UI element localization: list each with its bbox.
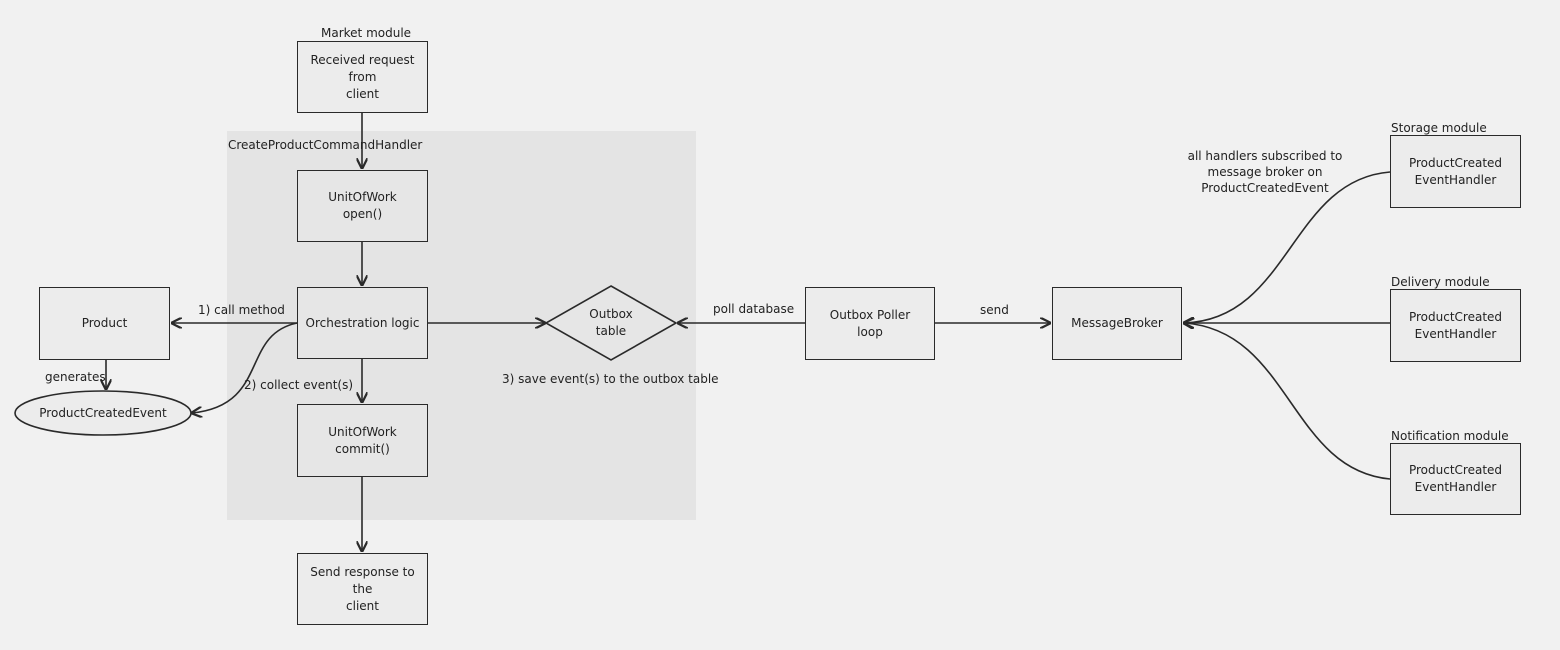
delivery-handler-box: ProductCreated EventHandler (1390, 289, 1521, 362)
subscribed-note: all handlers subscribed to message broke… (1187, 149, 1343, 195)
delivery-module-title: Delivery module (1391, 275, 1490, 289)
save-events-label: 3) save event(s) to the outbox table (502, 372, 719, 386)
event-ellipse-shape (14, 390, 192, 436)
notification-handler-box: ProductCreated EventHandler (1390, 443, 1521, 515)
send-label: send (980, 303, 1009, 317)
uow-open-box: UnitOfWork open() (297, 170, 428, 242)
command-handler-title: CreateProductCommandHandler (228, 138, 423, 152)
message-broker-box: MessageBroker (1052, 287, 1182, 360)
outbox-table: Outbox table (589, 307, 633, 338)
uow-commit-box: UnitOfWork commit() (297, 404, 428, 477)
edge-notification-subscribe (1184, 323, 1391, 480)
outbox-poller-box: Outbox Poller loop (805, 287, 935, 360)
send-response-box: Send response to the client (297, 553, 428, 625)
generates-label: generates (45, 370, 106, 384)
poll-database-label: poll database (713, 302, 795, 316)
storage-module-title: Storage module (1391, 121, 1487, 135)
product-box: Product (39, 287, 170, 360)
storage-handler-box: ProductCreated EventHandler (1390, 135, 1521, 208)
outbox-table-shape (544, 285, 678, 361)
call-method-label: 1) call method (198, 303, 285, 317)
collect-events-label: 2) collect event(s) (244, 378, 354, 392)
market-module-title: Market module (321, 26, 412, 40)
product-created-event: ProductCreatedEvent (39, 405, 167, 420)
edge-collect-events (192, 322, 298, 413)
edge-storage-subscribe (1184, 171, 1391, 323)
received-request-box: Received request from client (297, 41, 428, 113)
orchestration-box: Orchestration logic (297, 287, 428, 359)
notification-module-title: Notification module (1391, 429, 1509, 443)
